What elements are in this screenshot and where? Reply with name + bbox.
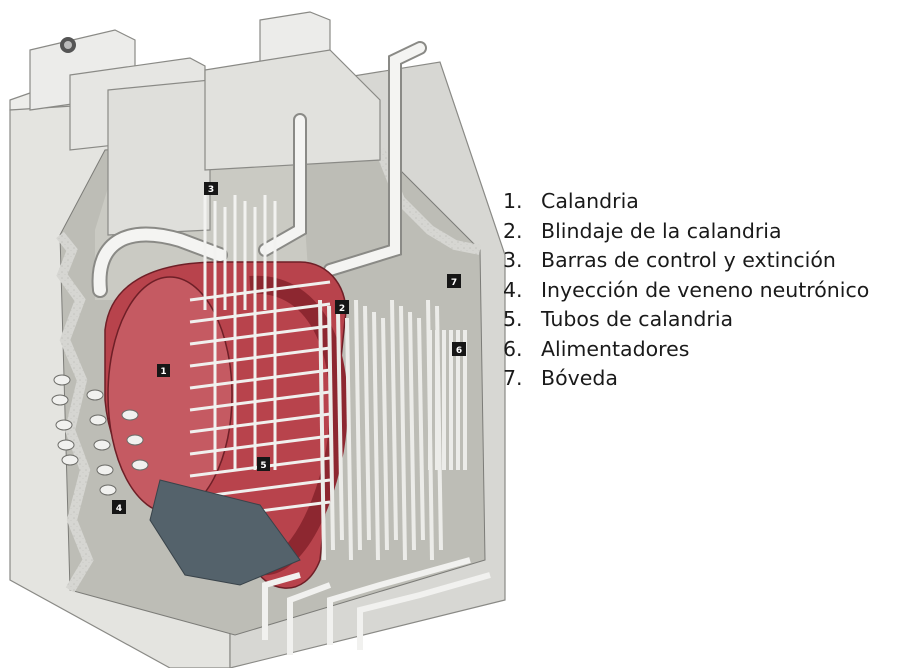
calandria-tube — [189, 368, 331, 390]
bottom-piping — [262, 557, 491, 655]
tag-3: 3 — [204, 182, 218, 195]
svg-text:4: 4 — [116, 504, 122, 514]
calandria-tube — [189, 324, 331, 346]
poison-injection-nozzles — [51, 374, 149, 496]
legend-item-control-rods: 3.Barras de control y extinción — [503, 248, 836, 272]
vault-floor — [149, 479, 301, 586]
svg-text:6: 6 — [456, 346, 462, 356]
svg-text:5: 5 — [260, 461, 266, 471]
feeder-pipe — [336, 311, 344, 541]
svg-text:3: 3 — [208, 185, 214, 195]
top-housing — [29, 11, 381, 236]
injection-nozzle — [53, 374, 71, 386]
legend-item-calandria: 1.Calandria — [503, 189, 639, 213]
feeder-pipe — [345, 317, 353, 561]
tag-4: 4 — [112, 500, 126, 514]
feeder-pipe — [399, 305, 407, 561]
calandria-tube — [189, 280, 331, 302]
tag-1: 1 — [157, 364, 170, 377]
injection-nozzle — [57, 439, 75, 451]
service-pipes — [91, 41, 427, 298]
injection-nozzle — [93, 439, 111, 451]
injection-nozzle — [61, 454, 79, 466]
component-legend: 1.Calandria 2.Blindaje de la calandria 3… — [503, 187, 869, 394]
svg-text:7: 7 — [451, 278, 457, 288]
injection-nozzle — [126, 434, 144, 446]
feeder-pipe — [318, 299, 326, 561]
calandria-tube — [189, 302, 331, 324]
injection-nozzle — [86, 389, 104, 401]
injection-nozzle — [55, 419, 73, 431]
injection-nozzle — [51, 394, 69, 406]
feeder-pipe — [417, 317, 425, 541]
injection-nozzle — [96, 464, 114, 476]
injection-nozzle — [89, 414, 107, 426]
calandria-tube — [189, 412, 331, 434]
tag-2: 2 — [335, 300, 349, 314]
calandria-tube — [189, 390, 331, 412]
feeder-pipe — [327, 305, 335, 551]
feeder-pipe — [354, 299, 362, 551]
legend-item-poison-injection: 4.Inyección de veneno neutrónico — [503, 277, 870, 302]
injection-nozzle — [99, 484, 117, 496]
feeder-pipe — [363, 305, 371, 541]
calandria-tube — [189, 346, 331, 368]
feeder-pipe — [408, 311, 416, 551]
legend-item-calandria-shield: 2.Blindaje de la calandria — [503, 218, 782, 243]
tag-5: 5 — [257, 457, 270, 471]
svg-text:2: 2 — [339, 304, 345, 314]
calandria-tube — [189, 434, 331, 456]
legend-item-vault: 7.Bóveda — [503, 366, 618, 390]
control-rods — [203, 195, 277, 470]
tag-7: 7 — [447, 274, 461, 288]
svg-text:1: 1 — [160, 367, 166, 377]
injection-nozzle — [121, 409, 139, 421]
legend-item-calandria-tubes: 5.Tubos de calandria — [503, 307, 734, 331]
feeder-pipe — [372, 311, 380, 561]
legend-item-feeders: 6.Alimentadores — [503, 336, 690, 361]
injection-nozzle — [131, 459, 149, 471]
feeder-pipe — [390, 299, 398, 541]
feeder-pipe — [381, 317, 389, 551]
feeder-pipes — [318, 299, 467, 561]
tag-6: 6 — [452, 342, 466, 356]
reactor-cutaway-diagram: 1 2 3 4 5 6 7 — [9, 11, 506, 668]
